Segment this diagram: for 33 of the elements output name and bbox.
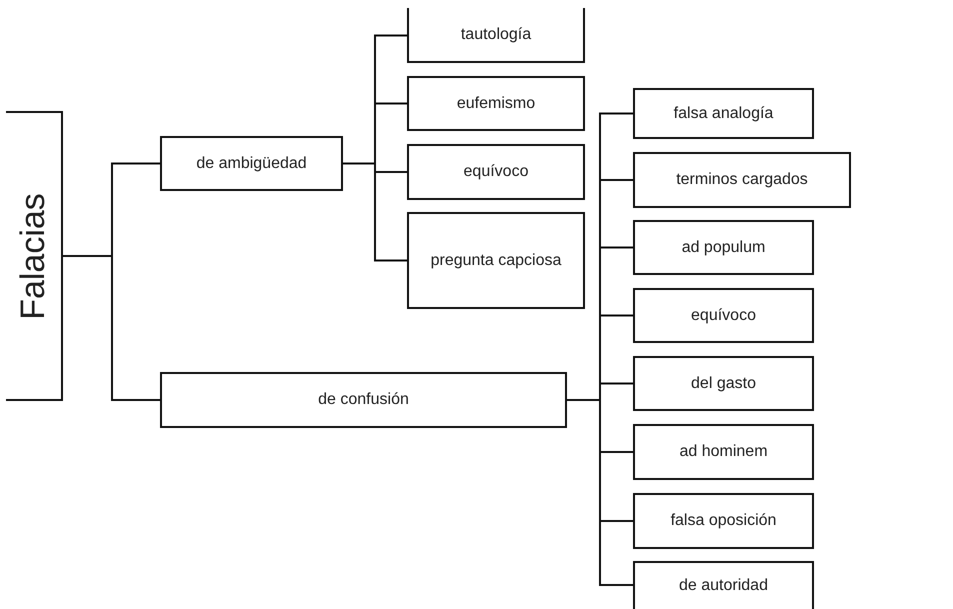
category-box (633, 220, 814, 275)
category-box (407, 212, 585, 309)
node-label: Falacias (14, 192, 53, 320)
category-box (633, 561, 814, 609)
category-box (633, 88, 814, 139)
node-label: de ambigüedad (196, 154, 307, 172)
node-label: pregunta capciosa (430, 252, 562, 270)
node-label: eufemismo (456, 94, 536, 112)
node-label: ad populum (682, 238, 766, 256)
node-label: falsa analogía (674, 104, 774, 122)
category-box (633, 424, 814, 480)
node-label: de autoridad (679, 577, 768, 595)
connector-line (567, 399, 633, 586)
category-box (633, 493, 814, 549)
node-label: terminos cargados (676, 171, 808, 189)
node-label: de confusión (318, 391, 409, 409)
node-label: equívoco (691, 306, 756, 324)
connector-line (343, 162, 407, 262)
category-box (633, 288, 814, 343)
root-box (6, 111, 63, 401)
category-box (407, 76, 585, 131)
node-label: equívoco (464, 163, 528, 181)
category-box (407, 144, 585, 200)
category-box (633, 152, 851, 208)
connector-line (63, 255, 160, 401)
node-label: tautología (460, 26, 532, 44)
category-box (633, 356, 814, 411)
category-box (160, 372, 567, 428)
node-label: falsa oposición (670, 512, 776, 530)
category-box (407, 8, 585, 63)
node-label: ad hominem (679, 443, 768, 461)
category-box (160, 136, 343, 191)
node-label: del gasto (691, 374, 756, 392)
